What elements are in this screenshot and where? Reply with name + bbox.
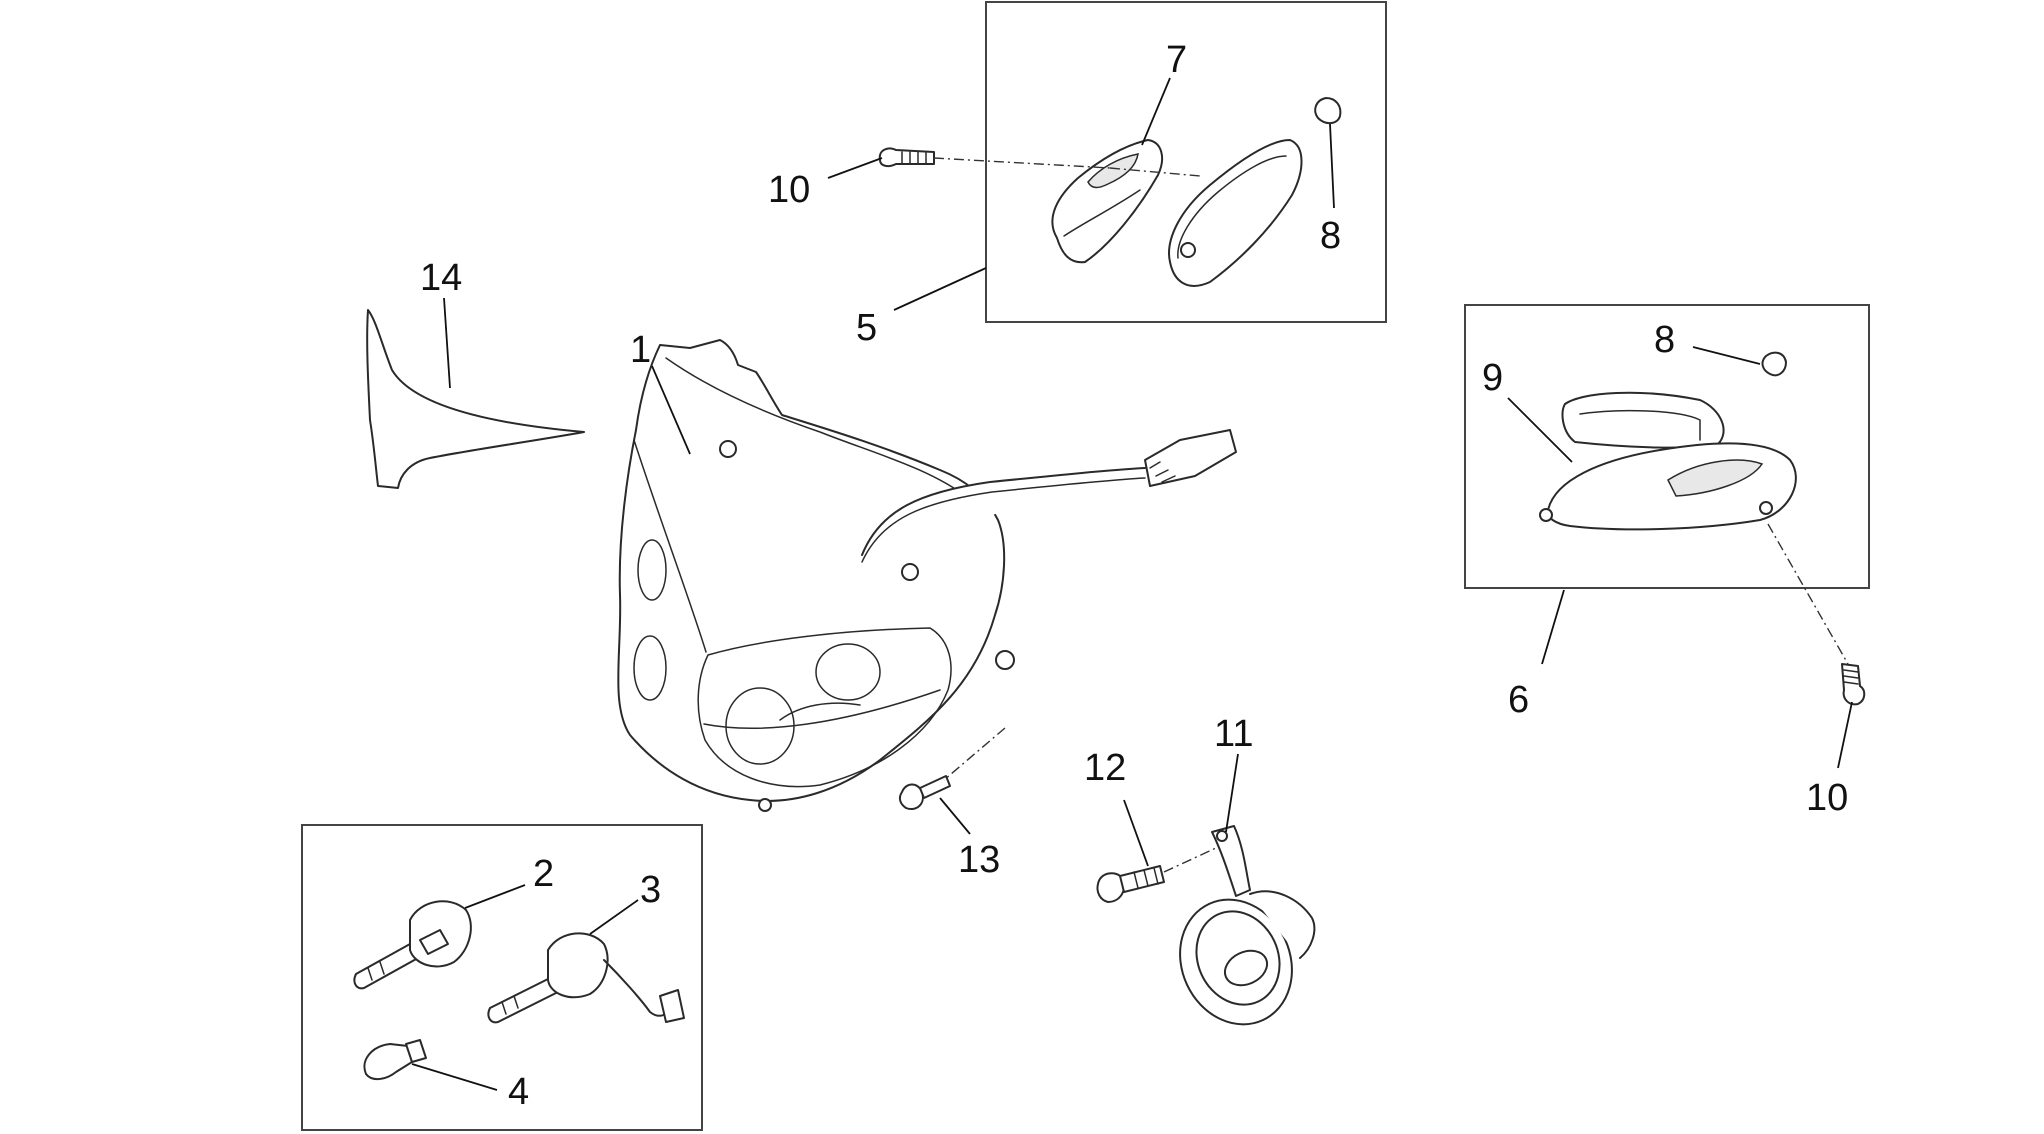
leader-1: [651, 365, 691, 455]
headlight-assembly-part: [617, 339, 1237, 812]
callout-12: 12: [1084, 747, 1126, 789]
leader-13: [939, 797, 971, 835]
leader-2: [464, 884, 526, 909]
indicator-screw-right-part: [1841, 663, 1866, 706]
guide-line-indicator-to-housing: [1109, 167, 1201, 177]
callout-4: 4: [508, 1071, 529, 1113]
callout-5: 5: [856, 307, 877, 349]
headlight-screw-part: [898, 775, 951, 810]
guide-line-headlight-to-screw: [943, 727, 1006, 781]
bulb-holder-with-wiring-part: [487, 932, 685, 1024]
callout-11: 11: [1214, 713, 1253, 755]
leader-12: [1123, 799, 1149, 867]
leader-11: [1225, 753, 1239, 833]
indicator-lens-left-part: [1051, 139, 1164, 264]
leader-8a: [1329, 123, 1335, 209]
indicator-lens-right-part: [1561, 391, 1725, 449]
indicator-housing-left-part: [1168, 139, 1303, 287]
horn-part: [1179, 825, 1316, 1026]
callout-1: 1: [630, 329, 651, 371]
indicator-bulb-right-part: [1761, 351, 1787, 377]
leader-4: [411, 1063, 498, 1091]
kit-box-indicator-right: [1464, 304, 1870, 589]
indicator-housing-right-part: [1539, 442, 1797, 531]
trim-panel-part: [366, 309, 585, 489]
kit-box-indicator-left: [985, 1, 1387, 323]
headlight-bulb-holder-part: [353, 900, 472, 990]
leader-8b: [1692, 346, 1761, 365]
callout-10-top: 10: [768, 169, 810, 211]
indicator-bulb-top-part: [1314, 97, 1342, 124]
guide-line-indicator-to-screw: [1767, 523, 1849, 665]
leader-14: [443, 297, 451, 389]
horn-bolt-part: [1096, 865, 1165, 903]
callout-14: 14: [420, 257, 462, 299]
callout-13: 13: [958, 839, 1000, 881]
indicator-screw-top-part: [878, 147, 935, 168]
callout-9: 9: [1482, 357, 1503, 399]
callout-2: 2: [533, 853, 554, 895]
small-bulb-part: [363, 1039, 427, 1080]
leader-10a: [827, 157, 883, 179]
leader-5: [893, 267, 987, 311]
kit-box-bulbs: [301, 824, 703, 1131]
callout-7: 7: [1166, 39, 1187, 81]
callout-3: 3: [640, 869, 661, 911]
guide-line-bolt-to-horn: [1163, 847, 1217, 873]
leader-10b: [1837, 701, 1853, 769]
leader-3: [589, 899, 639, 935]
guide-line-screw-to-indicator: [933, 157, 1111, 169]
leader-6: [1541, 589, 1565, 665]
callout-6: 6: [1508, 679, 1529, 721]
callout-8-right: 8: [1654, 319, 1675, 361]
callout-10-right: 10: [1806, 777, 1848, 819]
leader-9: [1507, 397, 1573, 463]
callout-8-top: 8: [1320, 215, 1341, 257]
leader-7: [1141, 77, 1171, 146]
